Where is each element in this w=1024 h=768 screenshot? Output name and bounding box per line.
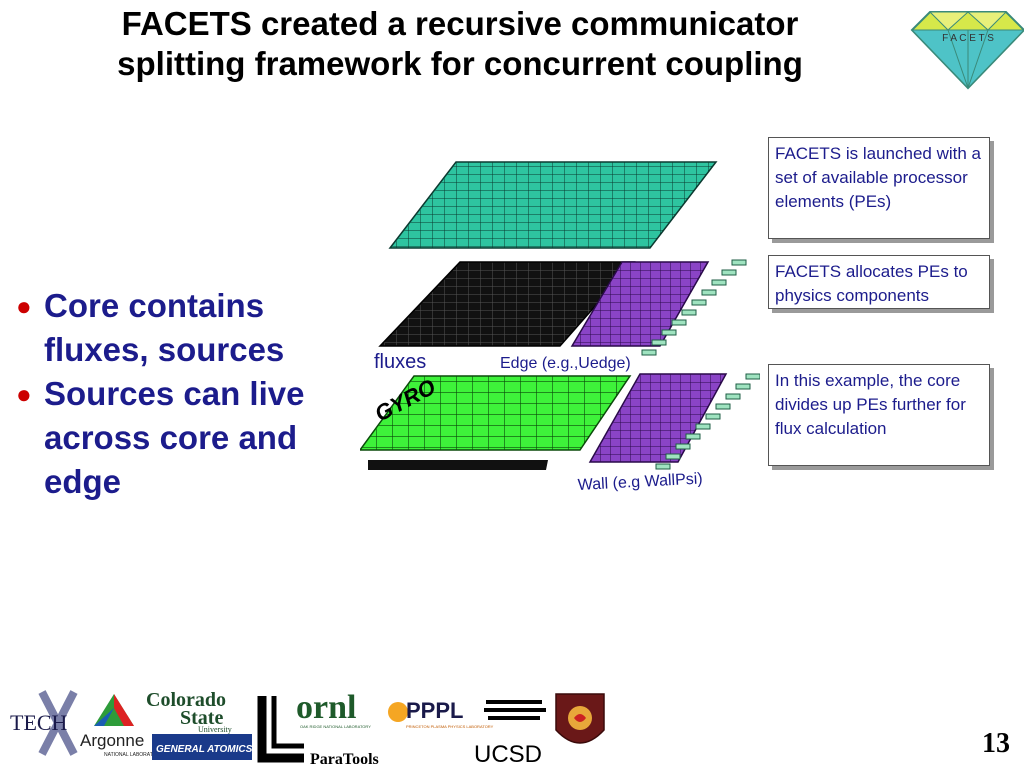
pppl-logo: PPPL PRINCETON PLASMA PHYSICS LABORATORY: [388, 698, 494, 729]
ornl-sub-text: OAK RIDGE NATIONAL LABORATORY: [300, 724, 371, 729]
all-pes-layer: [388, 161, 718, 249]
general-atomics-text: GENERAL ATOMICS: [156, 744, 253, 755]
edge-layer: [570, 261, 710, 347]
bullet-item: ● Core contains fluxes, sources: [12, 284, 372, 372]
general-atomics-logo: GENERAL ATOMICS: [152, 734, 253, 760]
page-number: 13: [982, 728, 1010, 759]
info-box-text: FACETS is launched with a set of availab…: [775, 144, 981, 211]
colorado-text-3: University: [198, 725, 232, 734]
tech-x-logo: TECH: [10, 690, 78, 756]
title-line-2: splitting framework for concurrent coupl…: [117, 45, 803, 82]
bullet-text: Sources can live across core and edge: [44, 375, 305, 500]
info-box-text: FACETS allocates PEs to physics componen…: [775, 262, 968, 305]
core-base-bar: [368, 460, 548, 470]
fluxes-label: fluxes: [374, 351, 426, 373]
pe-layer-diagram: fluxes Edge (e.g.,Uedge) GYRO Wall (e.g …: [360, 161, 760, 494]
bullet-text: Core contains fluxes, sources: [44, 287, 285, 368]
edge-strip: [641, 259, 747, 356]
pppl-text: PPPL: [406, 698, 463, 723]
bullet-dot-icon: ●: [16, 379, 32, 409]
bullet-list: ● Core contains fluxes, sources ● Source…: [12, 284, 372, 504]
colorado-state-logo: Colorado State University: [146, 689, 232, 734]
pppl-sub-text: PRINCETON PLASMA PHYSICS LABORATORY: [406, 724, 494, 729]
info-box-launch: FACETS is launched with a set of availab…: [768, 137, 990, 239]
info-box-text: In this example, the core divides up PEs…: [775, 371, 966, 438]
ornl-text: ornl: [296, 689, 356, 726]
edge-label: Edge (e.g.,Uedge): [500, 355, 631, 372]
ucsd-logo: UCSD: [474, 700, 546, 768]
info-box-allocate: FACETS allocates PEs to physics componen…: [768, 255, 990, 309]
wall-label: Wall (e.g WallPsi): [577, 470, 703, 494]
partner-logos: TECH Argonne NATIONAL LABORATORY Colorad…: [10, 689, 605, 768]
tech-x-text: TECH: [10, 710, 68, 735]
title-line-1: FACETS created a recursive communicator: [121, 5, 799, 42]
argonne-logo: Argonne NATIONAL LABORATORY: [80, 694, 164, 758]
ornl-logo: ornl OAK RIDGE NATIONAL LABORATORY: [257, 689, 371, 763]
page-title: FACETS created a recursive communicator …: [20, 4, 900, 84]
argonne-sub-text: NATIONAL LABORATORY: [104, 752, 164, 758]
university-shield-logo: [555, 693, 605, 744]
paratools-text: ParaTools: [310, 751, 379, 768]
argonne-text: Argonne: [80, 731, 144, 750]
wall-layer: [588, 373, 728, 463]
wall-strip: [655, 373, 760, 470]
bullet-item: ● Sources can live across core and edge: [12, 372, 372, 504]
gyro-layer: [360, 375, 632, 451]
info-box-core-divides: In this example, the core divides up PEs…: [768, 364, 990, 466]
facets-logo-letters: F A C E T S: [942, 33, 994, 44]
colorado-text-1: Colorado: [146, 689, 226, 711]
bullet-dot-icon: ●: [16, 291, 32, 321]
facets-diamond-logo: F A C E T S: [910, 11, 1024, 90]
colorado-text-2: State: [180, 707, 223, 729]
ucsd-text: UCSD: [474, 741, 542, 768]
